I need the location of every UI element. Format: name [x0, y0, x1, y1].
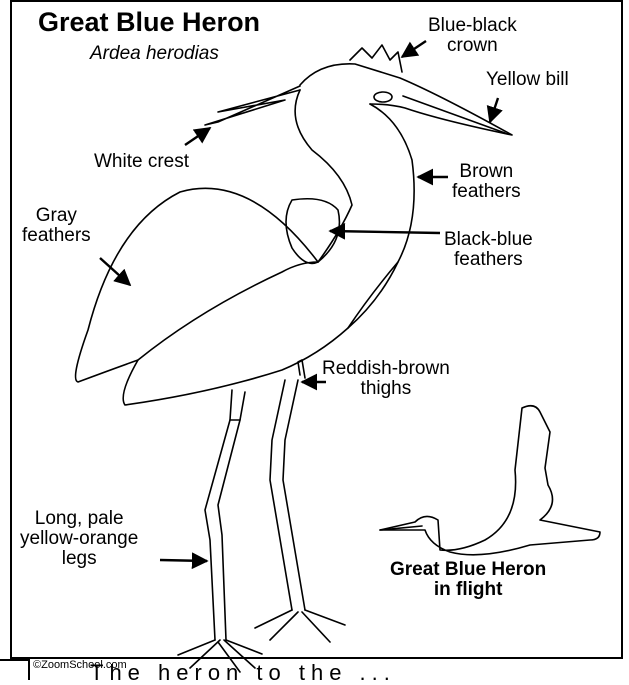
- flying-heron: [380, 406, 600, 555]
- right-leg: [270, 380, 305, 610]
- label-bill: Yellow bill: [486, 70, 569, 90]
- bottom-text: The heron to the ...: [90, 661, 396, 684]
- bill-line: [403, 96, 505, 133]
- left-leg: [205, 420, 240, 640]
- label-crest: White crest: [94, 152, 189, 172]
- arrow-bill: [490, 98, 498, 122]
- thighs: [230, 360, 305, 420]
- heron-neck-back: [295, 90, 352, 262]
- arrow-crest: [185, 128, 210, 145]
- arrow-crown: [402, 41, 426, 57]
- heron-eye: [374, 92, 392, 102]
- diagram-title: Great Blue Heron: [38, 8, 260, 36]
- right-foot: [255, 610, 345, 642]
- arrow-blackblue: [330, 231, 440, 233]
- scientific-name: Ardea herodias: [90, 44, 219, 64]
- arrow-legs: [160, 560, 207, 561]
- heron-neck-front: [348, 104, 414, 328]
- crown-tuft: [350, 45, 402, 72]
- heron-wing: [138, 262, 318, 360]
- white-crest: [205, 86, 300, 125]
